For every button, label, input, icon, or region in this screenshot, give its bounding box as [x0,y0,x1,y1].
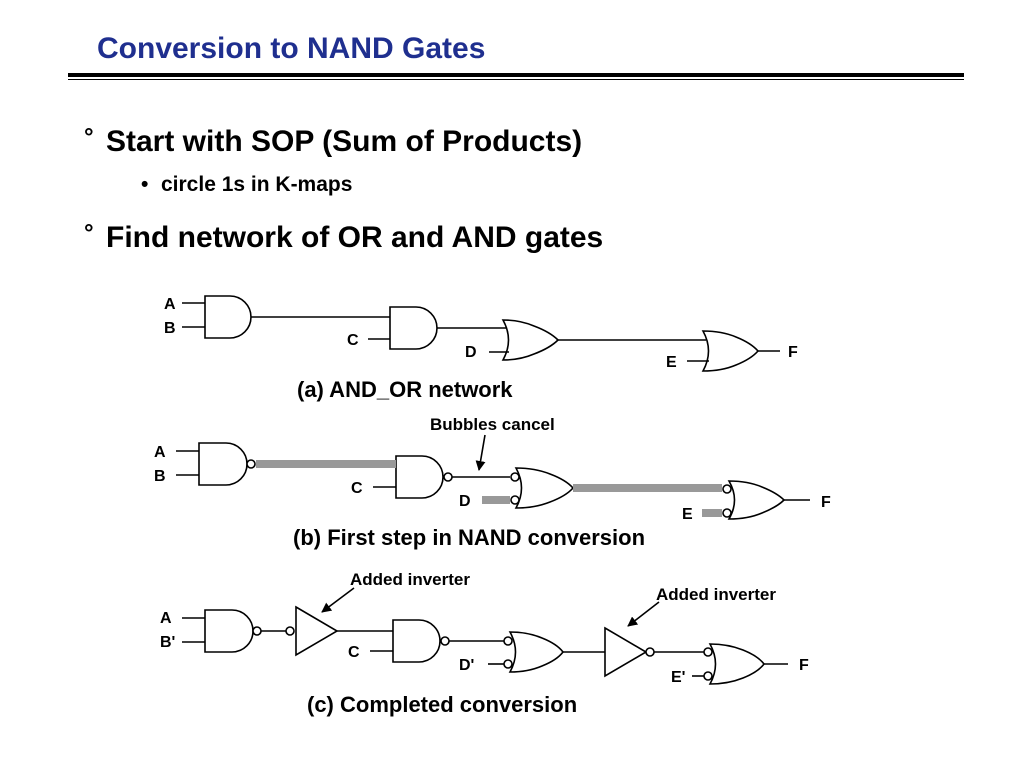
bullet-find-network: ° Find network of OR and AND gates [84,220,603,255]
input-label-b: B [164,320,176,337]
inversion-bubble [703,647,713,657]
and-gate [204,295,252,339]
sub-bullet-kmaps-text: circle 1s in K-maps [161,173,353,196]
input-label-c: C [348,644,360,661]
dot-bullet-icon: • [141,173,149,196]
inversion-bubble [510,472,520,482]
bullet-find-network-text: Find network of OR and AND gates [106,221,604,254]
or-gate-inverted-inputs [514,467,575,509]
circuit-a [182,295,780,372]
inversion-bubble [252,626,262,636]
input-label-d-prime: D' [459,657,474,674]
sub-bullet-kmaps: • circle 1s in K-maps [141,173,352,197]
annotation-arrow [475,434,486,471]
input-label-a: A [164,296,176,313]
input-label-e-prime: E' [671,669,685,686]
input-label-b: B [154,468,166,485]
input-label-a: A [154,444,166,461]
input-label-a: A [160,610,172,627]
caption-a: (a) AND_OR network [297,377,513,402]
annotation-arrow [321,587,355,613]
input-label-b-prime: B' [160,634,175,651]
input-label-e: E [682,506,693,523]
inversion-bubble [722,508,732,518]
and-gate [389,306,438,350]
degree-bullet-icon: ° [84,220,94,247]
circuit-b [176,442,810,520]
degree-bullet-icon: ° [84,124,94,151]
inversion-bubble [722,484,732,494]
or-gate [701,330,760,372]
or-gate-inverted-inputs [727,480,786,520]
title-rule-thick [68,73,964,77]
input-label-e: E [666,354,677,371]
annotation-arrow [627,601,660,627]
inversion-bubble [503,659,513,669]
caption-b: (b) First step in NAND conversion [293,525,645,550]
inverter [604,626,648,678]
bullet-sop-text: Start with SOP (Sum of Products) [106,125,583,158]
inversion-bubble [645,647,655,657]
inversion-bubble [246,459,256,469]
annotation-bubbles-cancel: Bubbles cancel [430,415,555,434]
output-label-f: F [788,344,798,361]
inversion-bubble [285,626,295,636]
nand-gate [392,619,441,663]
annotation-added-inverter-1: Added inverter [350,570,470,589]
inversion-bubble [703,671,713,681]
bullet-sop: ° Start with SOP (Sum of Products) [84,124,582,159]
output-label-f: F [799,657,809,674]
inversion-bubble [510,495,520,505]
or-gate [501,319,560,361]
input-label-d: D [459,493,471,510]
slide-title: Conversion to NAND Gates [97,32,486,65]
annotation-added-inverter-2: Added inverter [656,585,776,604]
nand-gate [204,609,254,653]
nand-gate [395,455,444,499]
or-gate-inverted-inputs [508,631,565,673]
caption-c: (c) Completed conversion [307,692,577,717]
nand-gate [198,442,248,486]
circuit-c [182,605,788,685]
or-gate-inverted-inputs [708,643,766,685]
inversion-bubble [440,636,450,646]
inversion-bubble [443,472,453,482]
input-label-c: C [347,332,359,349]
title-rule-thin [68,79,964,80]
inverter [295,605,339,657]
input-label-c: C [351,480,363,497]
input-label-d: D [465,344,477,361]
inversion-bubble [503,636,513,646]
output-label-f: F [821,494,831,511]
